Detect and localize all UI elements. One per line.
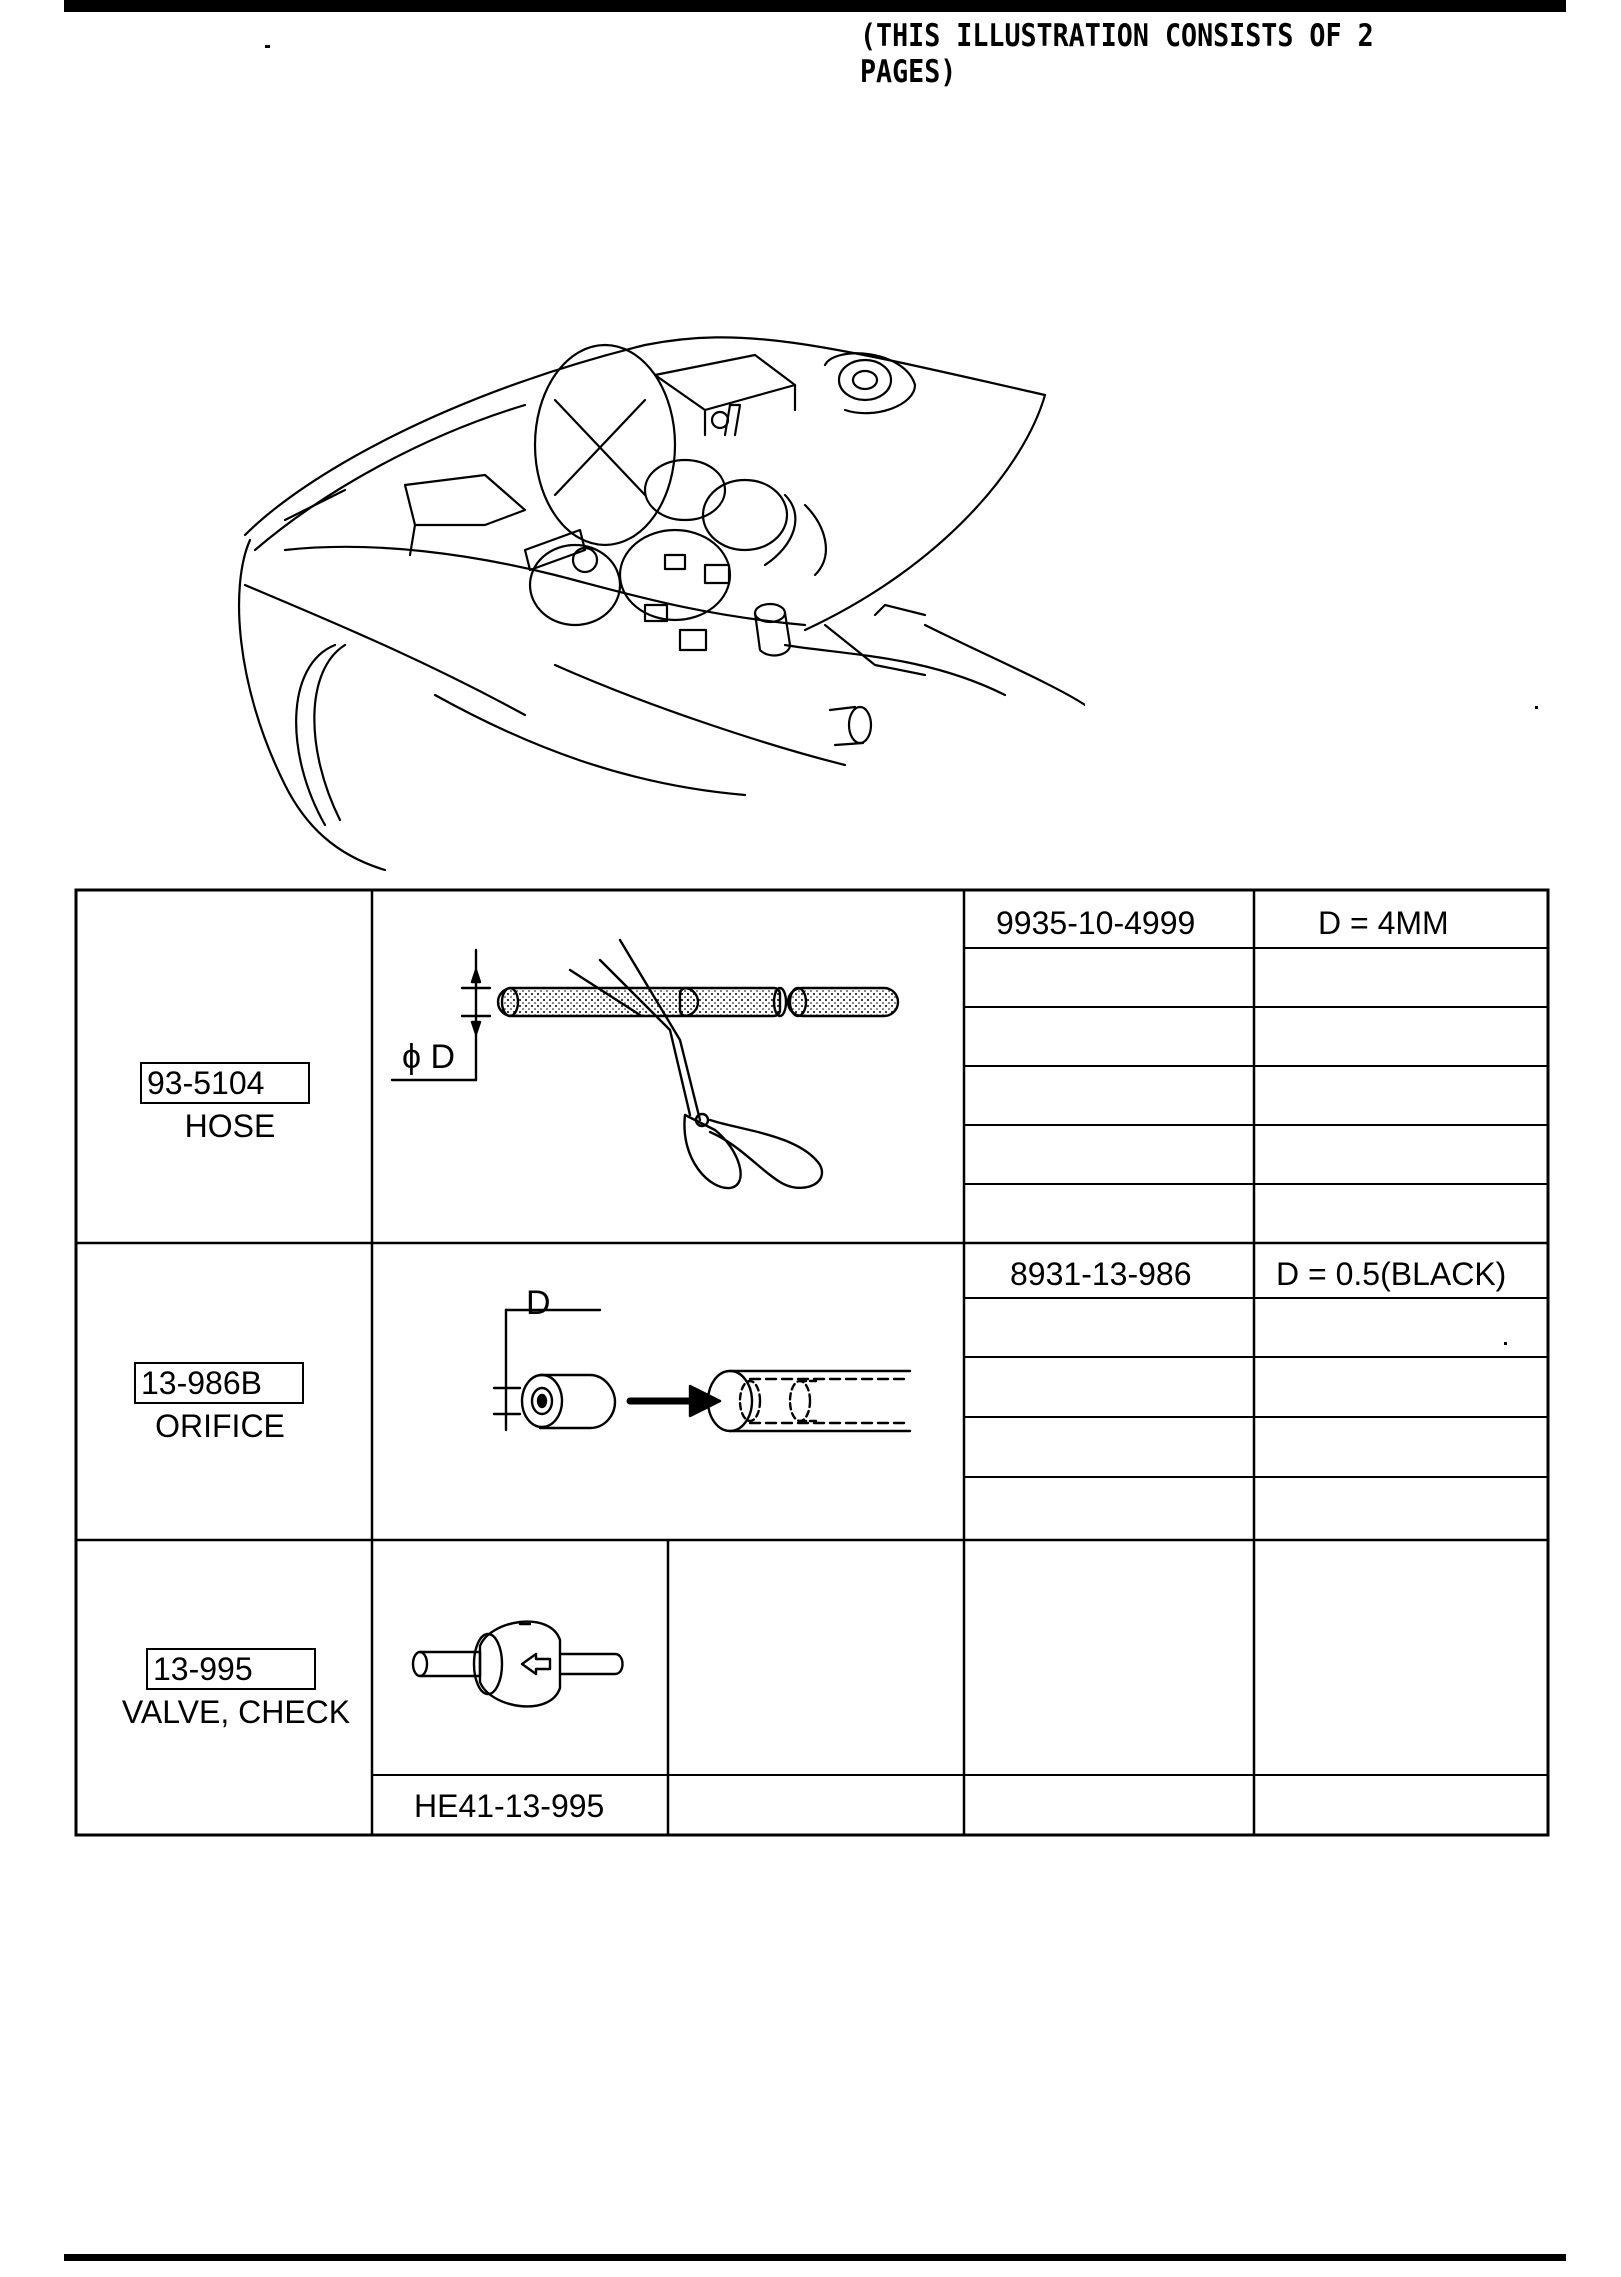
orifice-diameter-label: D [526,1284,551,1322]
check-valve-diagram [411,1620,624,1708]
hose-part-number: 9935-10-4999 [996,905,1196,941]
stray-mark [265,45,270,48]
pages-note: (THIS ILLUSTRATION CONSISTS OF 2 PAGES) [860,18,1374,90]
bottom-rule [64,2254,1566,2261]
hose-diameter-label: ϕ D [402,1038,456,1076]
stray-mark [1504,1342,1507,1345]
orifice-part-code: 13-986B [134,1362,304,1404]
engine-bay-illustration [237,336,1085,872]
orifice-install-diagram [492,1308,912,1433]
hose-cutting-diagram [390,938,900,1190]
hose-spec: D = 4MM [1318,905,1449,941]
valve-part-name: VALVE, CHECK [121,1694,351,1730]
orifice-part-number: 8931-13-986 [1010,1256,1192,1292]
hose-part-name: HOSE [184,1108,276,1144]
hose-part-code: 93-5104 [140,1062,310,1104]
valve-part-code: 13-995 [146,1648,316,1690]
top-rule [64,0,1566,12]
orifice-part-name: ORIFICE [155,1408,285,1444]
orifice-spec: D = 0.5(BLACK) [1276,1256,1507,1292]
stray-mark [1535,706,1538,709]
valve-part-number: HE41-13-995 [414,1788,605,1824]
